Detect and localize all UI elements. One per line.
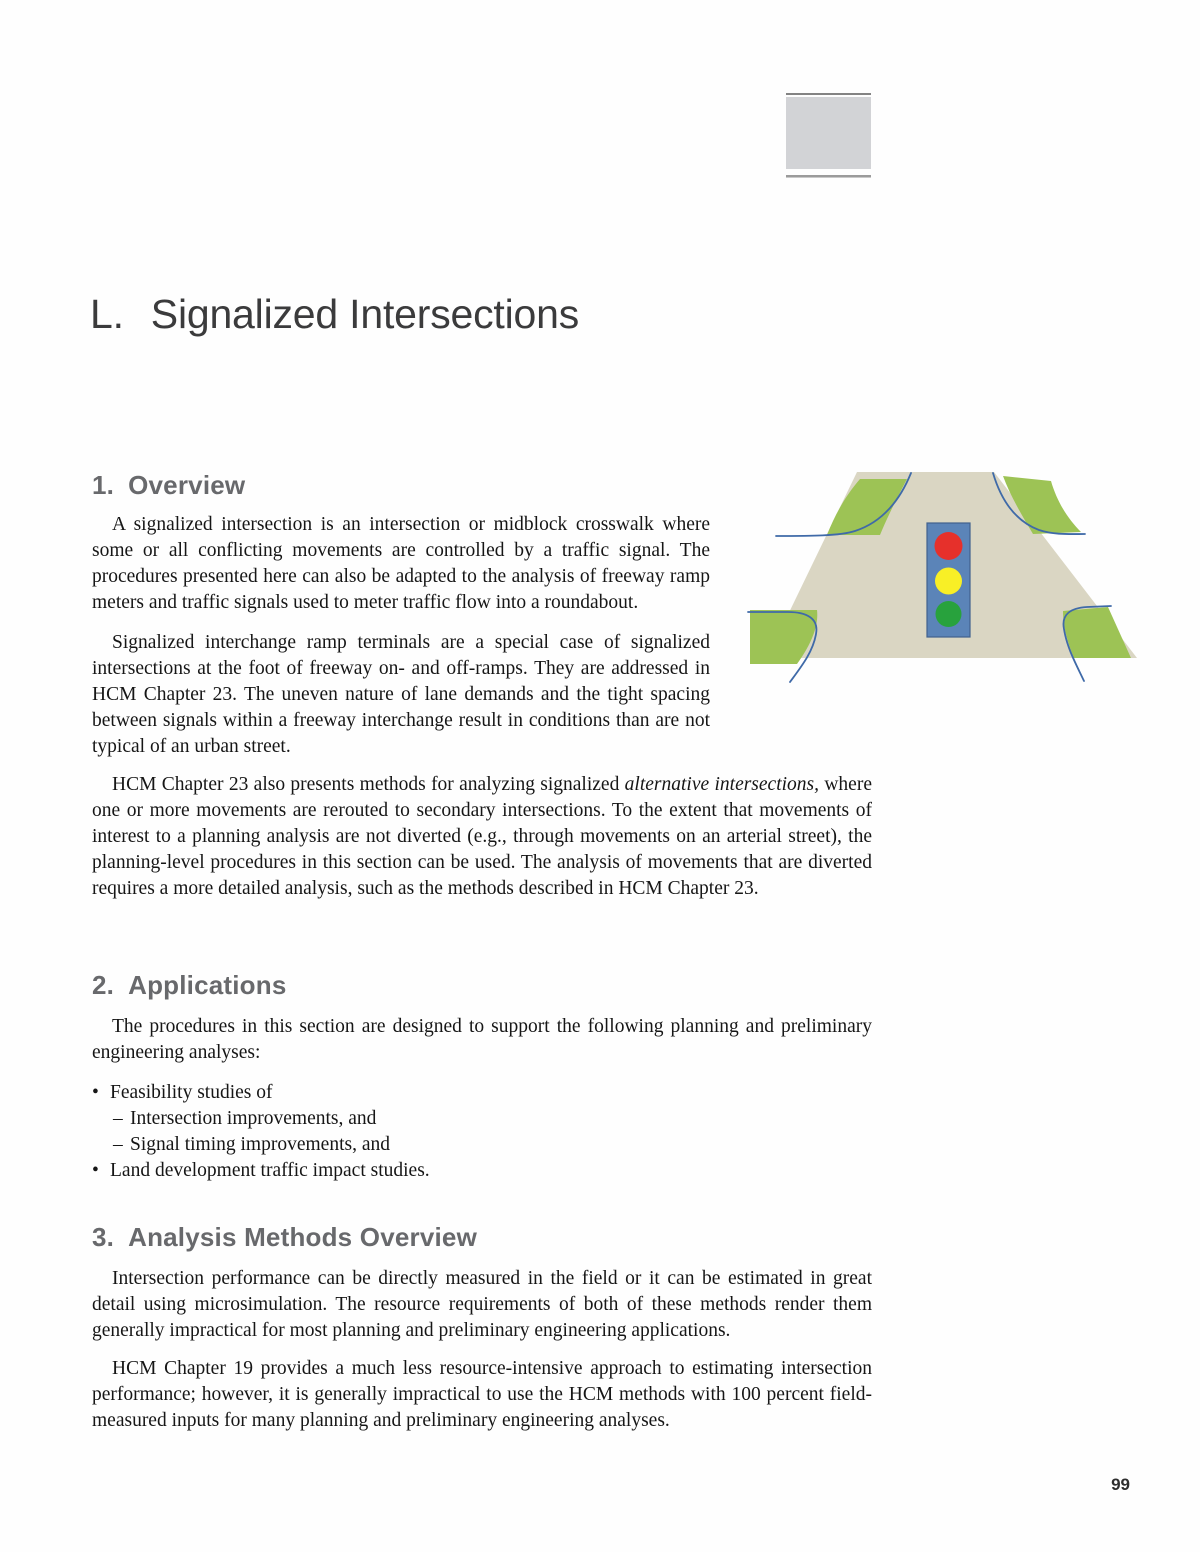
section-title: Analysis Methods Overview (128, 1222, 477, 1252)
intersection-figure-svg (747, 472, 1137, 683)
bullet-marker: • (92, 1160, 99, 1181)
section-title: Overview (128, 470, 246, 500)
traffic-signal-red-light (934, 532, 963, 560)
section-heading-analysis-methods: 3. Analysis Methods Overview (92, 1222, 477, 1252)
list-item: – Intersection improvements, and (92, 1106, 792, 1132)
chapter-tab-box (786, 97, 871, 169)
dash-marker: – (113, 1108, 123, 1129)
overview-paragraph-1: A signalized intersection is an intersec… (92, 514, 710, 613)
traffic-signal-yellow-light (935, 567, 962, 595)
overview-paragraph-3: HCM Chapter 23 also presents methods for… (92, 772, 872, 902)
page-title-letter: L. (90, 291, 124, 337)
intersection-figure (740, 462, 1172, 694)
page-title-text: Signalized Intersections (150, 291, 580, 337)
dash-marker: – (113, 1134, 123, 1155)
curb-line-top-right (992, 472, 1086, 535)
overview-paragraph-2: Signalized interchange ramp terminals ar… (92, 632, 710, 757)
analysis-paragraph-1: Intersection performance can be directly… (92, 1268, 872, 1341)
analysis-paragraph-2: HCM Chapter 19 provides a much less reso… (92, 1358, 872, 1431)
grass-bottom-left (750, 610, 818, 664)
grass-top-left (827, 479, 907, 535)
applications-paragraph-1: The procedures in this section are desig… (92, 1016, 872, 1063)
chapter-tab-rule-top (786, 93, 871, 95)
curb-line-bottom-left (747, 611, 818, 683)
list-item: • Feasibility studies of (92, 1080, 792, 1106)
traffic-signal-green-light (935, 601, 962, 627)
list-item: • Land development traffic impact studie… (92, 1158, 792, 1184)
curb-line-top-left (775, 472, 912, 537)
curb-line-bottom-right (1062, 605, 1112, 682)
list-item-text: Land development traffic impact studies. (110, 1160, 430, 1181)
grass-top-right (1003, 476, 1081, 534)
chapter-tab-rule-bottom (786, 175, 871, 178)
section-number: 3. (92, 1222, 115, 1252)
section-number: 1. (92, 470, 115, 500)
grass-bottom-right (1063, 607, 1131, 658)
page-title: L. Signalized Intersections (90, 290, 579, 338)
applications-bullet-list: • Feasibility studies of – Intersection … (92, 1080, 792, 1184)
overview-paragraph-3-italic: alternative intersections, (624, 774, 820, 795)
section-heading-overview: 1. Overview (92, 470, 245, 500)
section-heading-applications: 2. Applications (92, 970, 287, 1000)
section-title: Applications (128, 970, 287, 1000)
list-item-text: Feasibility studies of (110, 1082, 273, 1103)
bullet-marker: • (92, 1082, 99, 1103)
list-item-text: Intersection improvements, and (130, 1108, 377, 1129)
section-number: 2. (92, 970, 115, 1000)
list-item: – Signal timing improvements, and (92, 1132, 792, 1158)
list-item-text: Signal timing improvements, and (130, 1134, 390, 1155)
page-number: 99 (1111, 1475, 1130, 1494)
overview-paragraph-3-before: HCM Chapter 23 also presents methods for… (112, 774, 625, 795)
overview-paragraph-3-after: where one or more movements are rerouted… (92, 774, 872, 899)
